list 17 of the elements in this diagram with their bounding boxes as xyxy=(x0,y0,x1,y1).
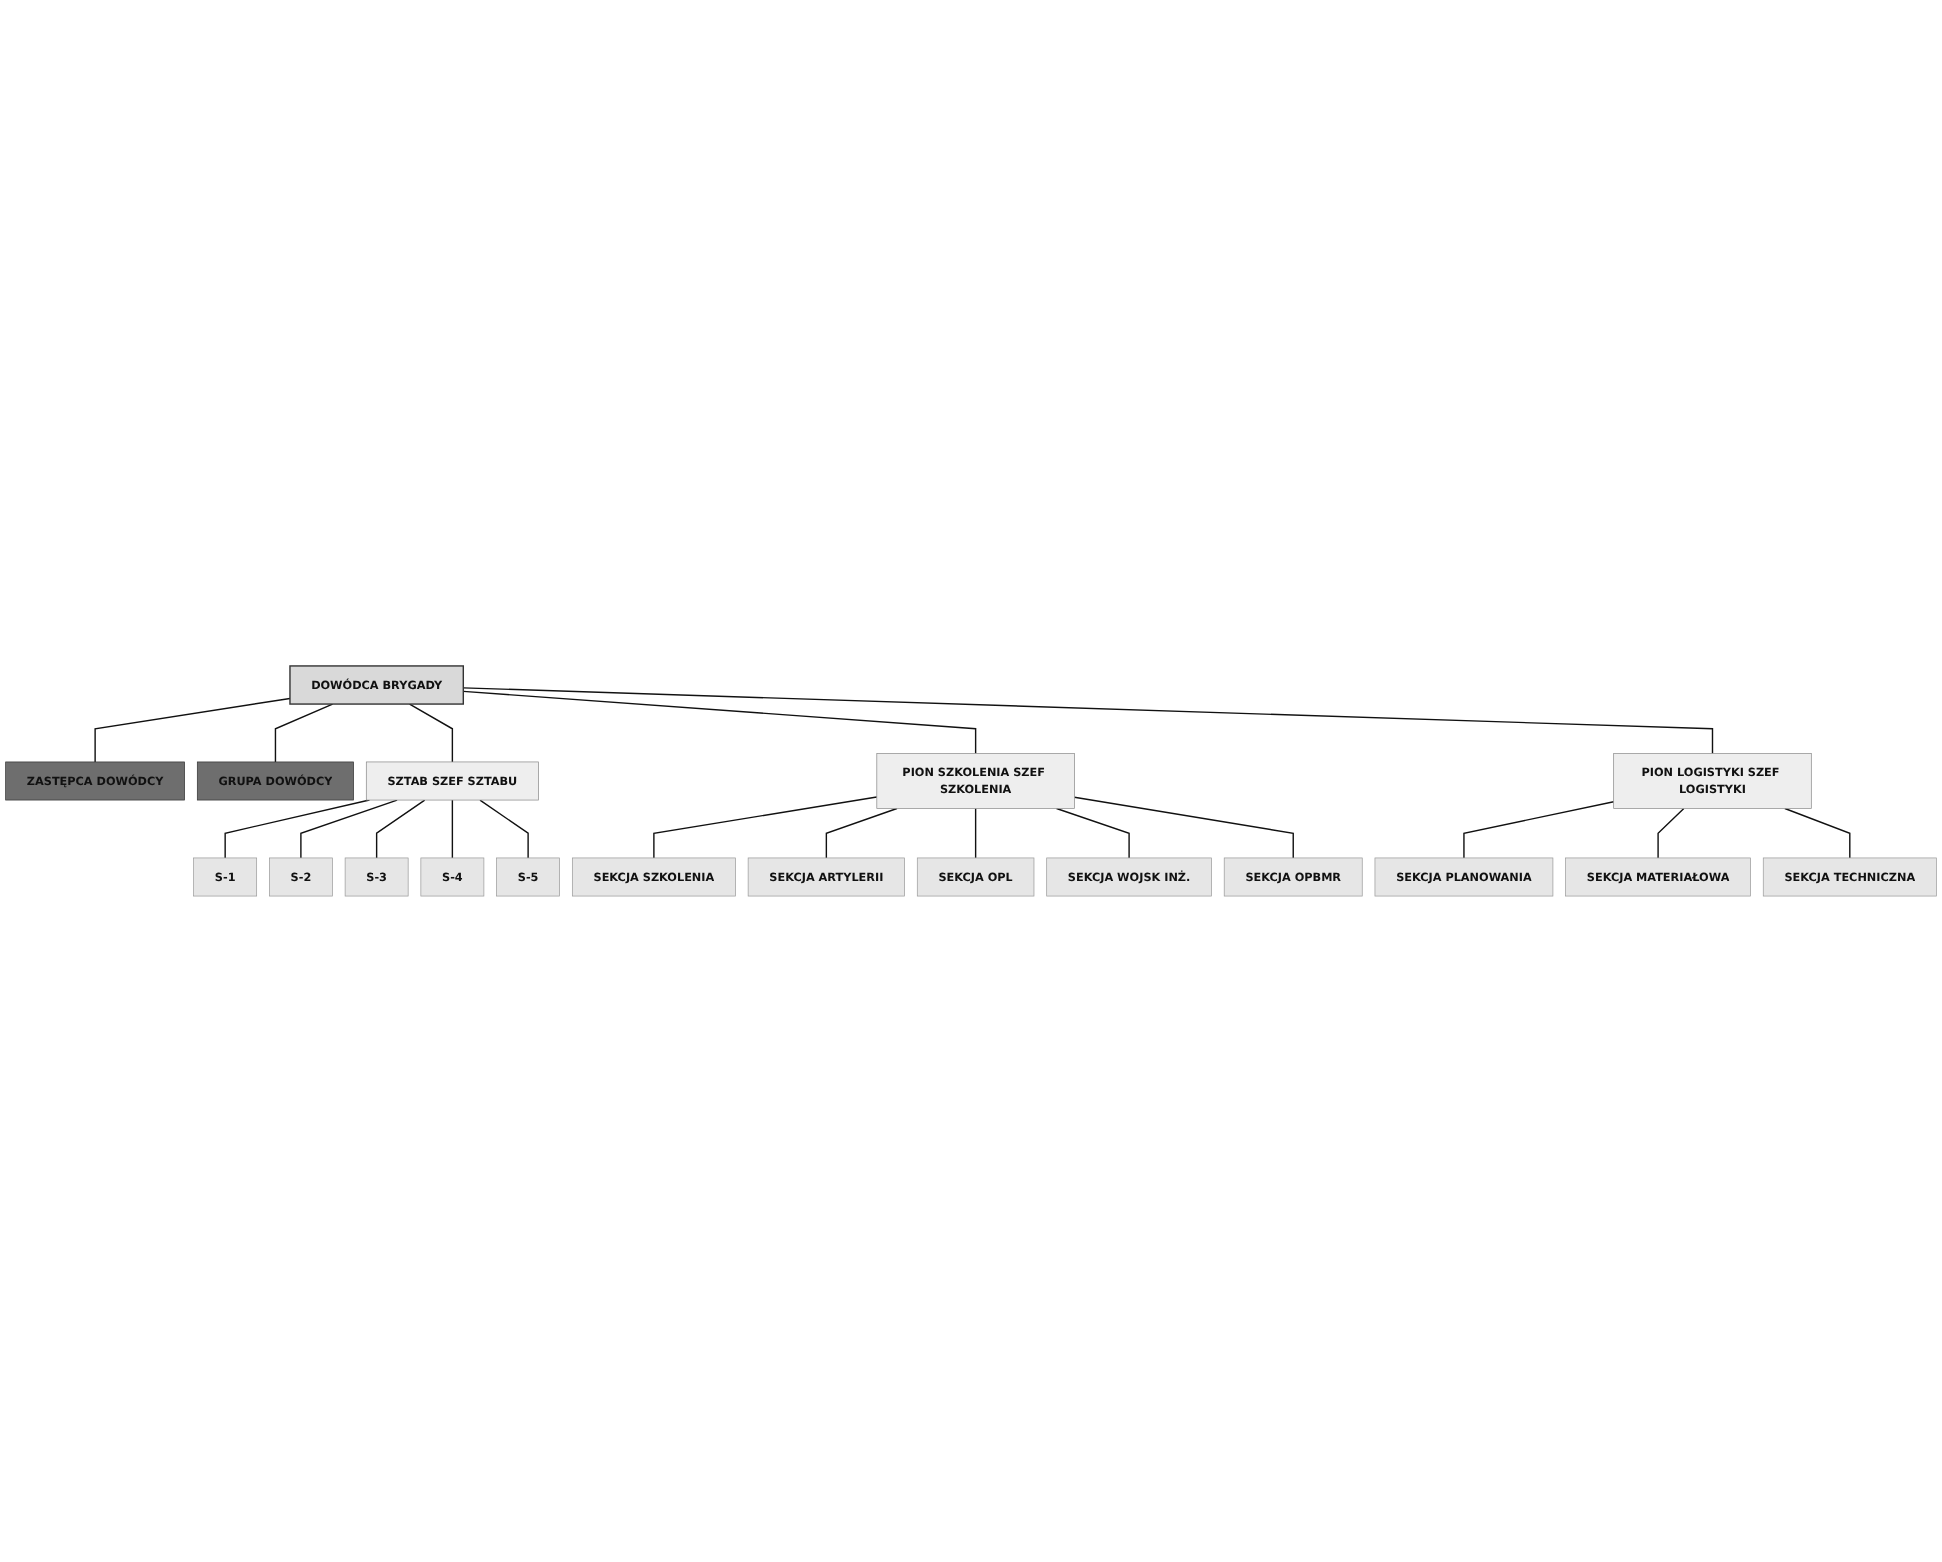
connector xyxy=(825,807,898,859)
connector xyxy=(451,799,454,859)
connector xyxy=(974,807,977,859)
connector xyxy=(1073,796,1294,859)
connector xyxy=(274,703,334,763)
connector xyxy=(1657,807,1685,859)
connector xyxy=(479,799,529,859)
connector xyxy=(462,687,1714,755)
connector xyxy=(1463,801,1615,859)
connector xyxy=(462,690,977,755)
connector xyxy=(1055,807,1130,859)
connector xyxy=(300,799,398,859)
connector xyxy=(653,796,878,859)
connector xyxy=(224,799,371,859)
connector xyxy=(94,697,291,763)
connector xyxy=(375,799,426,859)
connector xyxy=(1784,807,1851,859)
